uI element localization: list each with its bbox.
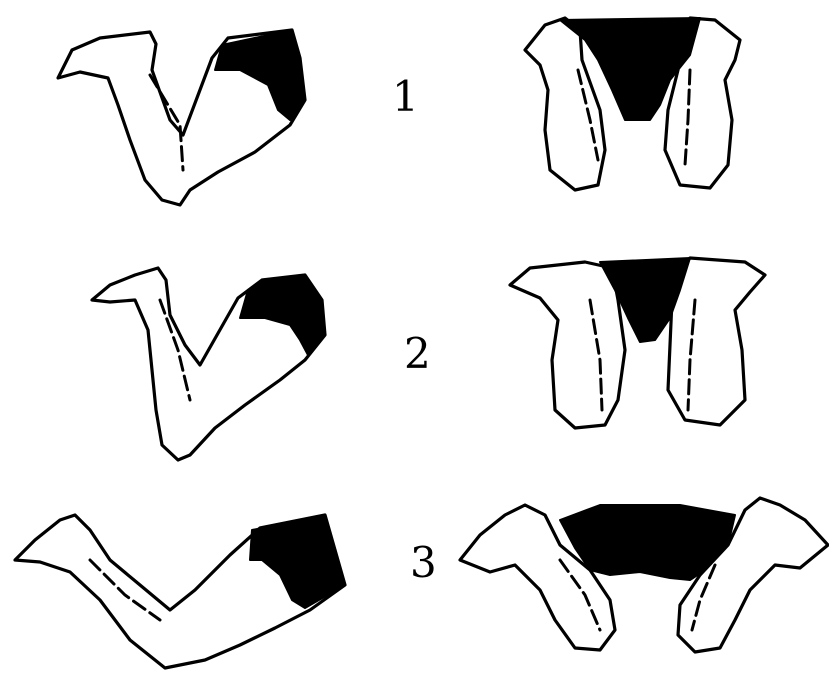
row-2-side-view — [92, 268, 325, 460]
row-1-front-view — [525, 18, 740, 190]
row-3-side-view — [15, 515, 345, 668]
row-2-front-view — [510, 258, 765, 428]
row-1-side-view — [58, 30, 305, 205]
row-label-3: 3 — [410, 542, 437, 584]
row-3-front-view — [460, 498, 828, 652]
row-label-1: 1 — [392, 76, 419, 118]
row-2-front-left-leg — [510, 262, 625, 428]
row-label-2: 2 — [404, 333, 431, 375]
